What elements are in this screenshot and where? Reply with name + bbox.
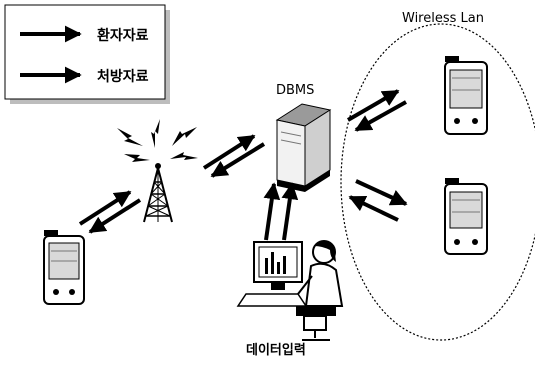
arrow-pda-to-tower <box>78 190 132 226</box>
arrow-bottom-pda-to-dbms <box>348 195 399 222</box>
data-entry-operator-icon <box>236 240 344 341</box>
arrow-dbms-to-bottom-pda <box>355 179 408 206</box>
wireless-lan-label: Wireless Lan <box>402 11 484 26</box>
flow-arrows <box>78 89 408 241</box>
arrow-dbms-to-top-pda <box>346 89 400 122</box>
data-entry-label: 데이터입력 <box>246 342 306 358</box>
arrow-dbms-to-tower <box>210 142 266 178</box>
arrow-entry-to-dbms-right <box>281 182 299 241</box>
dbms-label: DBMS <box>276 83 314 98</box>
pda-icon-top-right <box>444 56 488 135</box>
legend-label-patient: 환자자료 <box>97 27 149 44</box>
legend: 환자자료 처방자료 <box>4 4 170 104</box>
wireless-lan-boundary <box>340 23 535 341</box>
arrow-top-pda-to-dbms <box>354 100 407 132</box>
arrow-entry-to-dbms-left <box>263 182 281 241</box>
signal-bolts <box>117 119 198 162</box>
pda-icon-bottom-right <box>444 178 488 255</box>
dbms-server-icon <box>275 103 332 192</box>
legend-box <box>4 4 166 100</box>
legend-label-prescription: 처방자료 <box>97 68 149 85</box>
pda-icon-left <box>43 230 85 305</box>
radio-tower-icon <box>143 163 173 223</box>
arrow-tower-to-pda <box>88 198 142 234</box>
